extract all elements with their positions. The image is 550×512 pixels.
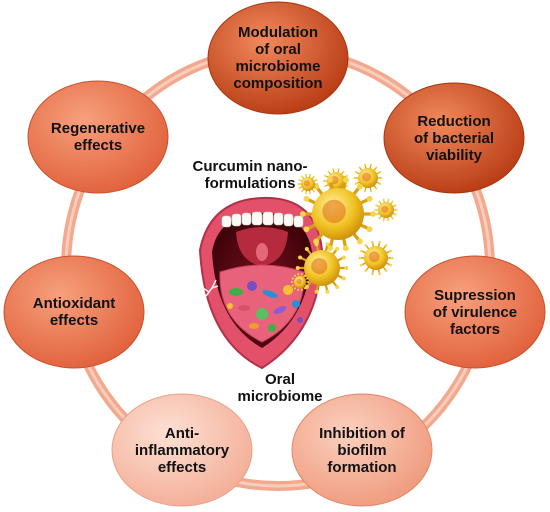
- node-modulation: [207, 1, 349, 115]
- subject-label: Oral microbiome: [237, 371, 323, 405]
- nanoparticle: [353, 163, 383, 193]
- nanoparticle: [290, 273, 310, 291]
- curcumin-nanoparticle-virus-shape: [290, 163, 398, 294]
- microbes: [227, 281, 303, 332]
- node-label-regenerative: Regenerative effects: [50, 120, 146, 154]
- effect-nodes: [3, 1, 546, 507]
- node-reduction: [383, 82, 525, 194]
- node-regenerative: [27, 80, 169, 194]
- node-label-supression: Supression of virulence factors: [432, 286, 518, 338]
- nanoparticle: [297, 173, 319, 195]
- node-label-reduction: Reduction of bacterial viability: [413, 112, 495, 164]
- nanoparticle: [300, 176, 376, 252]
- treatment-label: Curcumin nano- formulations: [192, 158, 308, 192]
- nanoparticle: [295, 242, 349, 294]
- node-antioxidant: [3, 255, 145, 369]
- node-inhibition: [291, 393, 433, 507]
- node-label-antioxidant: Antioxidant effects: [32, 295, 116, 329]
- node-label-anti-inflammatory: Anti- inflammatory effects: [134, 424, 230, 476]
- open-mouth-with-microbes-illustration: [198, 196, 324, 370]
- node-label-inhibition: Inhibition of biofilm formation: [319, 424, 405, 476]
- nanoparticle: [374, 198, 398, 222]
- node-supression: [404, 255, 546, 369]
- node-anti-inflammatory: [111, 393, 253, 507]
- nanoparticle: [358, 240, 394, 276]
- node-label-modulation: Modulation of oral microbiome compositio…: [233, 24, 323, 92]
